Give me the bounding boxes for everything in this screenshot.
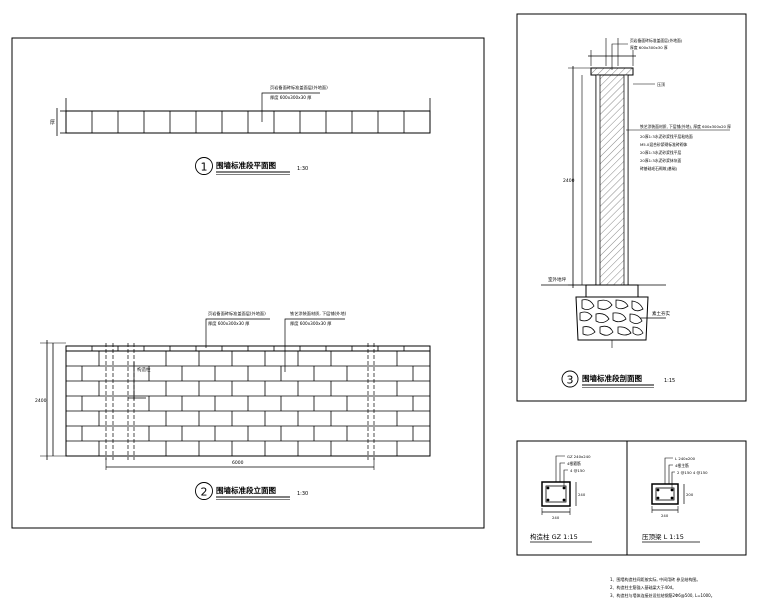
general-note-0: 1、围墙构造柱间距按实际, 中间用砖 参见结构图。 [610,576,700,582]
section-title-circle [561,370,579,388]
elevation-title: 围墙标准段立面图 [216,485,276,495]
plan-dim-label: 厚 [50,120,55,126]
section-leaders [611,43,730,131]
section-note-4: 20厚1:3水泥砂浆找平层粘结面 [640,134,693,139]
section-title-number: 3 [567,374,574,387]
elevation-title-circle [195,482,213,500]
plan-note-line1: 页岩备面砖标准盖面层(外地面) [270,84,328,91]
detail-l: L 240x200 4根主筋 2 @150 4 @150 240 200 压顶梁… [642,456,708,543]
section-base-label: 素土夯实 [652,310,670,317]
section-note-8: 砖基础毛石砌筑(基础) [640,166,678,171]
frame-plan-elevation [11,37,485,529]
l-dim-bottom: 240 [661,513,669,518]
section-rubble-foundation [575,296,649,341]
plan-view: 厚 页岩备面砖标准盖面层(外地面) 厚度 600x300x30 厚 1 围墙标准… [50,84,431,175]
elevation-note-b-line1: 铁艺涂装面材质, 下层铺(外地) [290,310,347,317]
elevation-hidden-columns [105,343,375,460]
elevation-column-label: 构造柱 [137,366,151,373]
l-label-2: 2 @150 4 @150 [677,470,708,475]
section-wall-body [595,74,629,286]
elevation-title-number: 2 [201,486,208,499]
l-label-1: 4根主筋 [675,463,689,468]
l-dim-side: 200 [686,492,694,497]
l-stirrup [655,487,675,501]
section-note-7: 20厚1:3水泥砂浆抹灰面 [640,158,682,163]
l-label-0: L 240x200 [675,456,696,461]
elevation-head-joints [81,351,414,456]
section-note-6: 20厚1:3水泥砂浆找平层 [640,150,682,155]
plan-tile-joints [91,111,405,133]
elevation-length-label: 6000 [232,460,244,466]
gz-label-1: 4根箍筋 [567,461,581,466]
general-notes: 1、围墙构造柱间距按实际, 中间用砖 参见结构图。 2、构造柱主筋锚入基础梁大于… [610,576,715,598]
section-ground-label: 室外地坪 [548,276,566,283]
gz-stirrup [545,485,567,503]
frame-details [516,440,747,556]
detail-gz: GZ 240x240 4根箍筋 4 @150 240 240 构造柱 GZ 1:… [530,454,592,543]
plan-title-circle [195,157,213,175]
plan-note-line2: 厚度 600x300x30 厚 [270,94,312,101]
section-note-1: 厚度 600x300x30 厚 [630,45,668,50]
gz-caption: 构造柱 GZ 1:15 [530,532,578,541]
section-note-2: 压顶 [657,82,665,87]
section-scale: 1:15 [664,378,675,384]
elevation-scale: 1:30 [297,491,308,497]
section-view: 室外地坪 2400 素土夯实 页岩备面砖标准盖面层(外地面) 厚度 600x30… [541,38,731,388]
elevation-note-a-line1: 页岩备面砖标准盖面层(外地面) [208,310,266,317]
plan-title-number: 1 [201,161,208,174]
plan-title: 围墙标准段平面图 [216,160,276,170]
section-height-label: 2400 [563,178,575,184]
gz-label-0: GZ 240x240 [567,454,591,459]
section-title: 围墙标准段剖面图 [582,373,642,383]
frame-section [516,13,747,402]
elevation-height-label: 2400 [35,398,47,404]
section-note-5: M5.0混合砂浆砌标准砖砌体 [640,142,687,147]
general-note-1: 2、构造柱主筋锚入基础梁大于40d。 [610,584,676,590]
plan-leader [261,92,320,122]
elevation-wall-body [65,350,431,457]
section-rubble-stones [579,299,644,336]
section-note-3: 铁艺涂装面材质, 下层铺(外地), 厚度 600x300x20 厚 [640,124,731,129]
elevation-leader-a [205,318,270,348]
elevation-note-a-line2: 厚度 600x300x30 厚 [208,320,250,327]
elevation-view: 构造柱 页岩备面砖标准盖面层(外地面) 厚度 600x300x30 厚 铁艺涂装… [35,310,431,500]
plan-scale: 1:30 [297,166,308,172]
gz-dim-bottom: 240 [552,515,560,520]
general-note-2: 3、构造柱与墙体连接处设拉结钢筋2Φ6@500, L=1000。 [610,592,715,598]
section-footing [585,284,639,298]
gz-dim-side: 240 [578,492,586,497]
section-note-0: 页岩备面砖标准盖面层(外地面) [630,38,683,43]
gz-label-2: 4 @150 [570,468,585,473]
l-caption: 压顶梁 L 1:15 [642,532,684,541]
elevation-leader-b [284,318,345,372]
elevation-note-b-line2: 厚度 600x300x30 厚 [290,320,332,327]
